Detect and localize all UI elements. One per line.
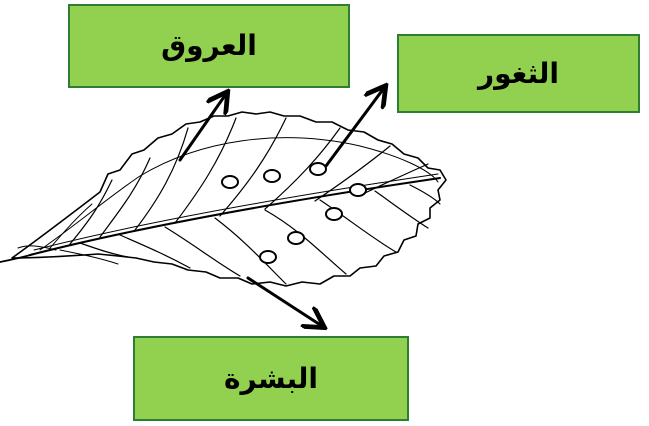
arrow-veins	[178, 94, 226, 162]
lateral-vein-upper-7	[314, 145, 391, 202]
label-stomata: الثغور	[477, 56, 560, 90]
arrow-epidermis	[246, 276, 322, 326]
lateral-vein-lower-1	[79, 242, 129, 258]
lateral-vein-lower-3	[164, 226, 241, 277]
label-veins: العروق	[161, 29, 257, 62]
lateral-vein-upper-6	[264, 127, 341, 210]
fine-vein-1	[49, 203, 93, 249]
lateral-vein-lower-2	[119, 234, 191, 269]
arrow-stomata	[324, 88, 384, 168]
stoma-1	[221, 175, 239, 189]
stomata-group	[221, 162, 367, 264]
lateral-vein-lower-6	[319, 199, 397, 253]
lateral-vein-lower-4	[214, 217, 287, 285]
lateral-vein-upper-5	[219, 117, 287, 217]
lateral-vein-upper-2	[99, 157, 151, 238]
lateral-vein-lower-5	[264, 209, 347, 275]
label-box-stomata: الثغور	[397, 34, 640, 113]
stoma-2	[263, 169, 281, 183]
arrows	[178, 88, 384, 326]
label-epidermis: البشرة	[224, 361, 318, 395]
lateral-vein-upper-3	[134, 127, 189, 231]
lateral-vein-upper-8	[364, 163, 429, 194]
lateral-vein-upper-4	[174, 117, 237, 224]
stoma-4	[349, 183, 367, 197]
label-box-epidermis: البشرة	[133, 336, 409, 421]
lateral-vein-upper-1	[69, 179, 113, 245]
stoma-3	[309, 162, 327, 176]
lateral-vein-lower-8	[409, 184, 441, 205]
lateral-vein-lower-7	[374, 190, 429, 229]
stoma-5	[325, 207, 343, 221]
leaf-midrib-inner	[33, 173, 439, 251]
leaf	[0, 111, 447, 287]
leaf-outline	[11, 111, 447, 287]
stoma-6	[287, 231, 305, 245]
fine-vein-3	[59, 249, 119, 265]
stoma-7	[259, 250, 277, 264]
fine-vein-2	[17, 245, 57, 251]
label-box-veins: العروق	[68, 4, 350, 88]
